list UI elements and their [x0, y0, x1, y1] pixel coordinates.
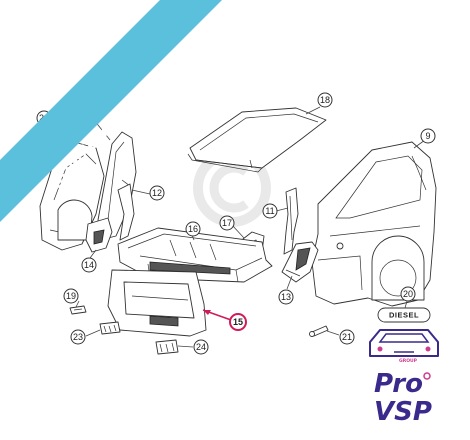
- callout-19[interactable]: 19: [63, 288, 79, 304]
- svg-text:14: 14: [84, 260, 94, 270]
- svg-text:23: 23: [73, 332, 83, 342]
- part-a-pillar-inner: [117, 183, 135, 241]
- svg-text:11: 11: [265, 206, 274, 216]
- part-pillar-bracket: [283, 187, 299, 255]
- part-grille-insert-left: [99, 321, 121, 335]
- callout-12[interactable]: 12: [149, 185, 165, 201]
- callout-15[interactable]: 15: [229, 313, 247, 331]
- svg-text:16: 16: [188, 224, 198, 234]
- svg-text:18: 18: [320, 95, 330, 105]
- diesel-badge: DIESEL: [377, 307, 431, 323]
- svg-text:9: 9: [425, 131, 430, 141]
- part-pin: [309, 325, 329, 337]
- part-roof-panel: [187, 107, 327, 173]
- part-front-grille-frame: [107, 269, 207, 337]
- callout-11[interactable]: 11: [262, 203, 278, 219]
- callout-16[interactable]: 16: [185, 221, 201, 237]
- svg-text:19: 19: [66, 291, 76, 301]
- diesel-badge-text: DIESEL: [389, 311, 419, 320]
- svg-text:20: 20: [403, 289, 413, 299]
- logo-tag: GROUP: [399, 358, 418, 364]
- part-lower-bracket: [85, 217, 113, 253]
- logo-line2: VSP: [374, 397, 432, 427]
- car-outline-icon: [369, 329, 439, 357]
- svg-text:21: 21: [342, 332, 352, 342]
- part-clip: [69, 305, 87, 315]
- logo-line1: Pro: [374, 369, 423, 399]
- callout-18[interactable]: 18: [317, 92, 333, 108]
- svg-text:12: 12: [152, 188, 162, 198]
- callout-23[interactable]: 23: [70, 329, 86, 345]
- callout-24[interactable]: 24: [193, 339, 209, 355]
- part-grille-insert-right: [155, 339, 179, 355]
- callout-17[interactable]: 17: [219, 215, 235, 231]
- part-right-side-panel: [311, 141, 437, 307]
- svg-text:15: 15: [233, 317, 243, 327]
- part-rear-lamp-housing: [281, 241, 319, 283]
- callout-13[interactable]: 13: [278, 289, 294, 305]
- callout-9[interactable]: 9: [420, 128, 436, 144]
- svg-text:24: 24: [196, 342, 206, 352]
- callout-14[interactable]: 14: [81, 257, 97, 273]
- callout-21[interactable]: 21: [339, 329, 355, 345]
- svg-text:17: 17: [222, 218, 232, 228]
- svg-text:13: 13: [281, 292, 291, 302]
- logo-accent-dot: [423, 372, 431, 380]
- part-left-fender: [39, 141, 105, 251]
- callout-20[interactable]: 20: [400, 286, 416, 302]
- callout-15-pointer: [202, 309, 232, 321]
- provsp-logo: GROUP Pro VSP: [369, 329, 439, 427]
